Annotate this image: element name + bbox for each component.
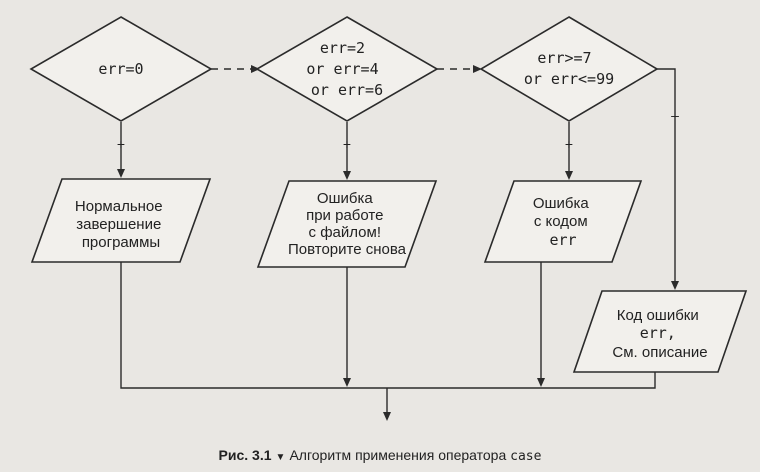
- action-3-text: Ошибка с кодом err: [533, 195, 593, 249]
- action-1-line-1: Нормальное: [75, 198, 163, 215]
- action-default-line-1: Код ошибки: [617, 307, 699, 324]
- figure-caption: Рис. 3.1▼Алгоритм применения оператора c…: [0, 447, 760, 464]
- yes-arrowhead-1: [117, 169, 125, 178]
- no-arrowhead-3: [671, 281, 679, 290]
- caption-text: Алгоритм применения оператора: [289, 447, 507, 463]
- yes-branch-connectors: [117, 122, 573, 180]
- merge-connectors: [120, 262, 656, 421]
- action-3-line-1: Ошибка: [533, 195, 590, 212]
- condition-1-text: err=0: [98, 60, 143, 78]
- condition-2-line-2: or err=4: [306, 60, 378, 78]
- action-default-line-3: См. описание: [612, 344, 707, 361]
- no-arrowhead-2: [473, 65, 482, 73]
- condition-2-line-1: err=2: [320, 39, 365, 57]
- condition-diamond-3: [479, 16, 659, 122]
- action-2-line-4: Повторите снова: [288, 241, 407, 258]
- no-sign-default: –: [671, 107, 679, 123]
- condition-diamond-2: [255, 16, 439, 122]
- merge-line-1: [120, 262, 656, 389]
- no-branch-connectors: [211, 65, 679, 290]
- caption-marker-icon: ▼: [275, 452, 286, 463]
- merge-arrowhead-2: [343, 378, 351, 387]
- condition-2-text: err=2 or err=4 or err=6: [306, 39, 387, 99]
- action-1-line-3: программы: [82, 234, 160, 251]
- yes-sign-1: +: [117, 136, 125, 152]
- action-2-line-1: Ошибка: [317, 190, 374, 207]
- condition-3-text: err>=7 or err<=99: [524, 49, 614, 88]
- action-parallelogram-2: [256, 180, 438, 268]
- no-connector-3: [657, 68, 676, 282]
- action-1-line-2: завершение: [76, 216, 161, 233]
- action-default-text: Код ошибки err, См. описание: [612, 307, 707, 361]
- action-1-text: Нормальное завершение программы: [75, 198, 167, 251]
- exit-arrowhead: [383, 412, 391, 421]
- merge-arrowhead-3: [537, 378, 545, 387]
- action-3-line-2: с кодом: [534, 213, 588, 230]
- condition-diamond-1: [29, 16, 213, 122]
- caption-figure-number: Рис. 3.1: [218, 447, 272, 463]
- action-parallelogram-1: [30, 178, 212, 263]
- condition-3-line-1: err>=7: [537, 49, 591, 67]
- condition-1-line-1: err=0: [98, 60, 143, 78]
- action-parallelogram-default: [572, 290, 748, 373]
- condition-2-line-3: or err=6: [311, 81, 383, 99]
- action-2-line-2: при работе: [306, 207, 383, 224]
- yes-arrowhead-2: [343, 171, 351, 180]
- caption-code: case: [510, 449, 542, 464]
- flowchart-diagram: err=0 err=2 or err=4 or err=6 err>=7 or …: [29, 16, 748, 421]
- yes-sign-2: +: [343, 136, 351, 152]
- action-parallelogram-3: [483, 180, 643, 263]
- action-3-line-3: err: [549, 231, 576, 249]
- action-default-line-2: err,: [640, 324, 676, 342]
- condition-3-line-2: or err<=99: [524, 70, 614, 88]
- action-2-line-3: с файлом!: [309, 224, 381, 241]
- yes-sign-3: +: [565, 136, 573, 152]
- action-2-text: Ошибка при работе с файлом! Повторите сн…: [288, 190, 407, 258]
- yes-arrowhead-3: [565, 171, 573, 180]
